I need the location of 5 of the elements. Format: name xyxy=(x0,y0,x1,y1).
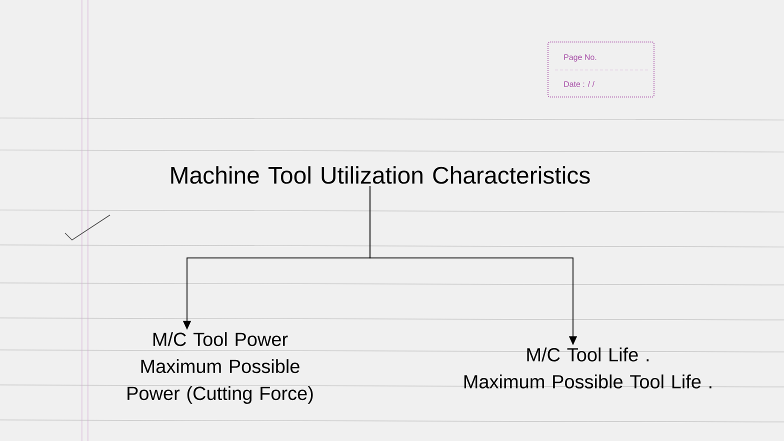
stamp-label: Date : / / xyxy=(564,81,595,87)
branch-text: M/C Tool Power Maximum Possible Power (Cutting Force) xyxy=(128,332,313,404)
branch-text: M/C Tool Life . Maximum Possible Tool Life . xyxy=(464,348,712,388)
stamp-label: Page No. xyxy=(564,54,596,62)
heading-text: Machine Tool Utilization Characteristics xyxy=(171,166,590,184)
